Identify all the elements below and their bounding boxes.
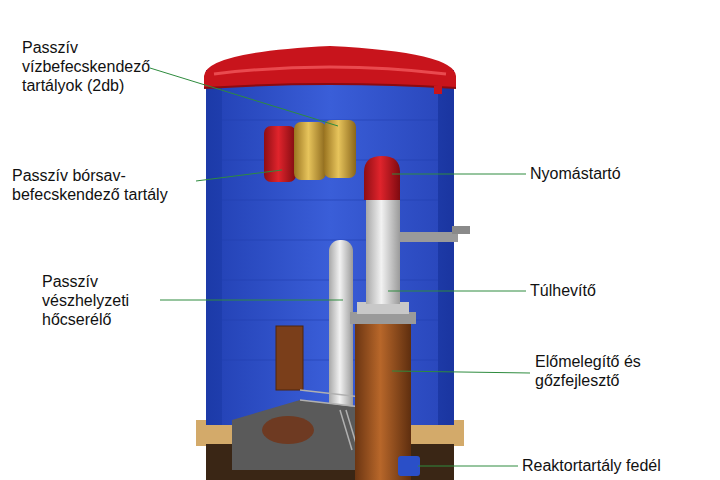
part-label: Reaktortartály fedél	[522, 456, 712, 475]
part-label: Passzív bórsav-befecskendező tartály	[12, 166, 194, 204]
part-label: Túlhevítő	[530, 281, 710, 300]
part-label: Nyomástartó	[530, 164, 710, 183]
part-label: Passzív vízbefecskendező tartályok (2db)	[22, 38, 172, 95]
part-label: Passzív vészhelyzeti hőcserélő	[42, 272, 158, 329]
part-label: Előmelegítő és gőzfejlesztő	[535, 352, 675, 390]
